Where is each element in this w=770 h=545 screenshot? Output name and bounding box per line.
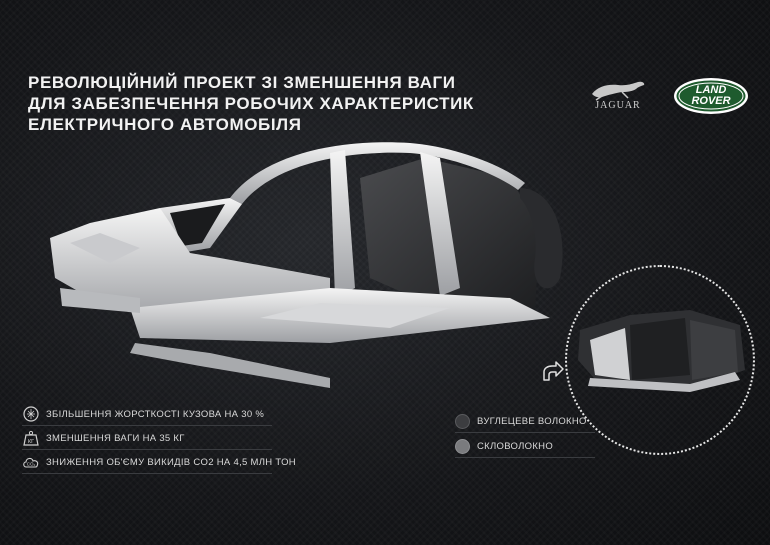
headline-line-3: ЕЛЕКТРИЧНОГО АВТОМОБІЛЯ [28,115,302,134]
feature-co2-text: ЗНИЖЕННЯ ОБ'ЄМУ ВИКИДІВ CO2 НА 4,5 МЛН Т… [46,457,296,468]
legend-fiberglass-text: СКЛОВОЛОКНО [477,441,554,452]
feature-stiffness: ЗБІЛЬШЕННЯ ЖОРСТКОСТІ КУЗОВА НА 30 % [22,405,272,426]
land-rover-logo: LAND ROVER [673,77,749,115]
headline-line-2: ДЛЯ ЗАБЕЗПЕЧЕННЯ РОБОЧИХ ХАРАКТЕРИСТИК [28,94,474,113]
legend-carbon-fiber-text: ВУГЛЕЦЕВЕ ВОЛОКНО [477,416,587,427]
co2-cloud-icon: CO₂ [23,457,39,468]
weight-icon: КГ [23,430,39,446]
material-legend: ВУГЛЕЦЕВЕ ВОЛОКНО СКЛОВОЛОКНО [455,412,595,462]
jaguar-leaper-icon [592,81,645,101]
carbon-fiber-swatch [455,414,470,429]
feature-stiffness-text: ЗБІЛЬШЕННЯ ЖОРСТКОСТІ КУЗОВА НА 30 % [46,409,265,420]
land-rover-word-rover: ROVER [691,95,731,107]
weight-icon-label: КГ [28,439,34,445]
jaguar-wordmark: JAGUAR [595,100,641,111]
feature-co2: CO₂ ЗНИЖЕННЯ ОБ'ЄМУ ВИКИДІВ CO2 НА 4,5 М… [22,453,296,474]
headline: РЕВОЛЮЦІЙНИЙ ПРОЕКТ ЗІ ЗМЕНШЕННЯ ВАГИ ДЛ… [28,72,508,135]
fiberglass-swatch [455,439,470,454]
headline-line-1: РЕВОЛЮЦІЙНИЙ ПРОЕКТ ЗІ ЗМЕНШЕННЯ ВАГИ [28,73,456,92]
car-body-structure-illustration [50,142,563,388]
stiffness-icon [23,406,39,422]
features-list: ЗБІЛЬШЕННЯ ЖОРСТКОСТІ КУЗОВА НА 30 % КГ … [22,405,296,477]
feature-weight-text: ЗМЕНШЕННЯ ВАГИ НА 35 КГ [46,433,185,444]
jaguar-logo: JAGUAR [578,76,658,116]
land-rover-word-land: LAND [695,84,727,96]
rotate-arrow-icon [543,361,564,381]
legend-item-fiberglass: СКЛОВОЛОКНО [455,437,595,458]
car-structure-detail-illustration [578,310,745,392]
feature-weight: КГ ЗМЕНШЕННЯ ВАГИ НА 35 КГ [22,429,272,450]
detail-view-circle [565,265,755,455]
legend-item-carbon-fiber: ВУГЛЕЦЕВЕ ВОЛОКНО [455,412,595,433]
co2-icon-label: CO₂ [27,462,36,467]
land-rover-oval-icon [674,78,748,114]
